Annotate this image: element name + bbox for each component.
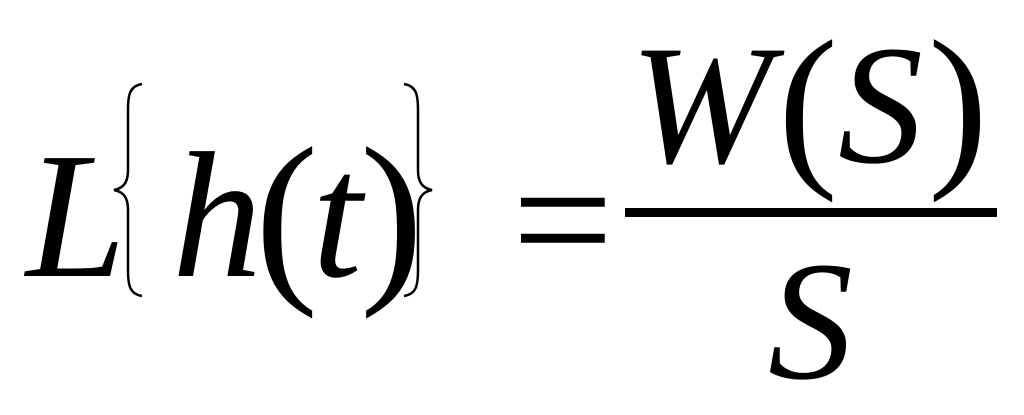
left-brace	[113, 82, 143, 298]
function-h: h	[172, 116, 262, 315]
lhs-open-paren: (	[255, 110, 319, 320]
numerator-close-paren: )	[928, 4, 988, 203]
numerator-variable-s: S	[838, 11, 923, 199]
right-brace	[403, 82, 433, 298]
function-w: W	[630, 11, 772, 199]
equals-sign: =	[512, 120, 614, 319]
denominator-variable-s: S	[768, 227, 853, 415]
laplace-operator: L	[26, 116, 127, 315]
lhs-close-paren: )	[360, 110, 424, 320]
numerator-open-paren: (	[778, 4, 838, 203]
fraction-bar	[625, 208, 997, 217]
variable-t: t	[312, 116, 363, 315]
